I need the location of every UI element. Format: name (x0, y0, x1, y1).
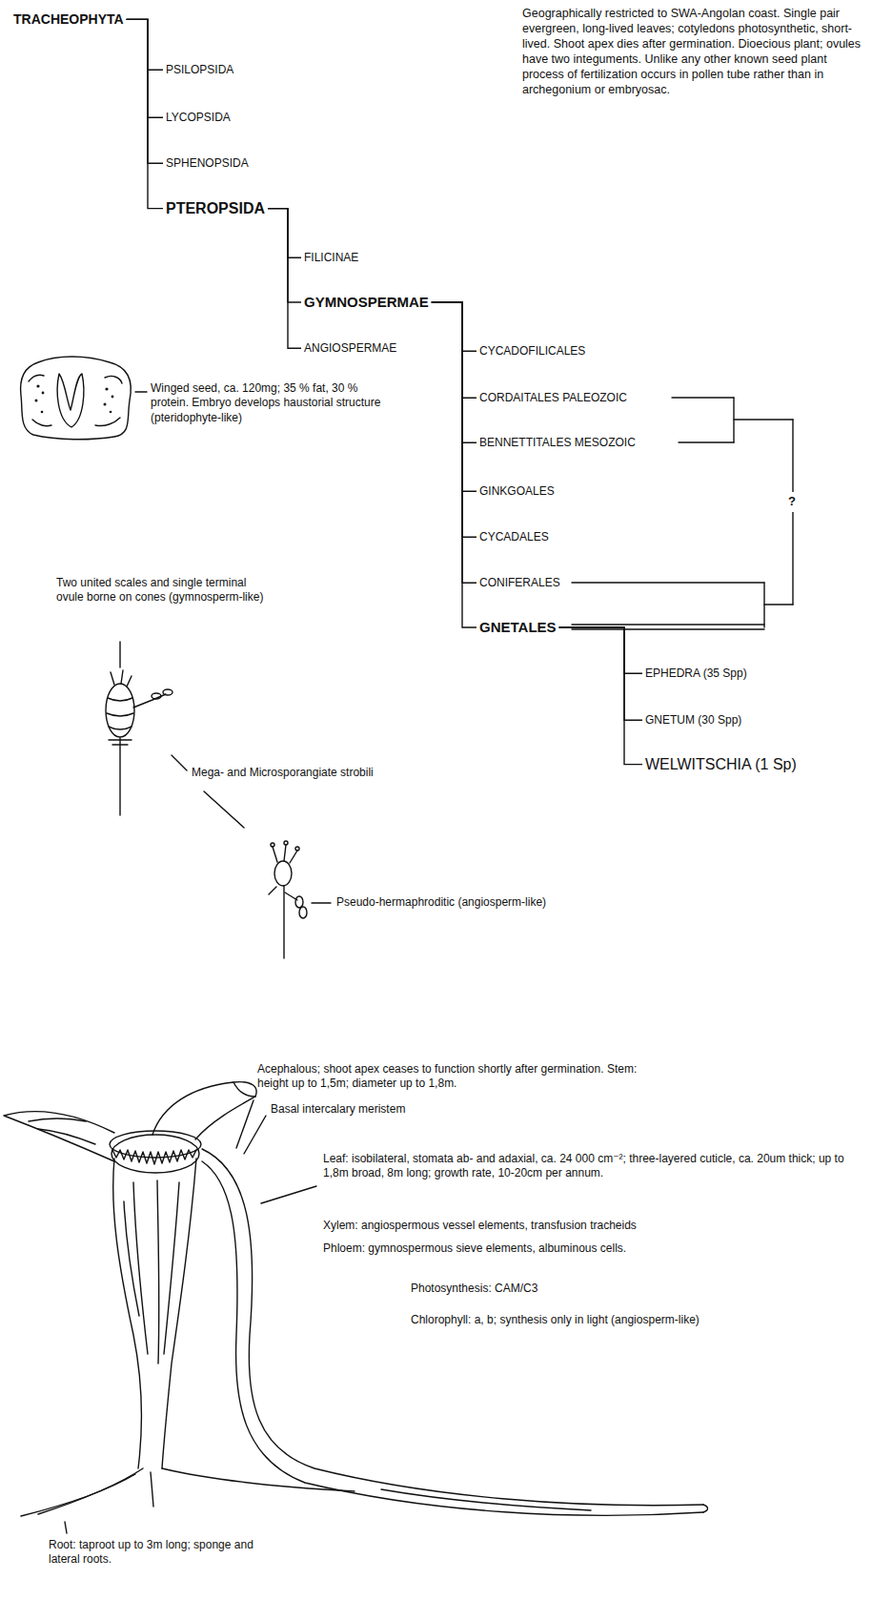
tree-branch (267, 208, 302, 259)
tree-branch (431, 302, 477, 351)
taxon-name: EPHEDRA (35 Spp) (645, 666, 748, 680)
tree-branch (126, 19, 163, 163)
annotation: Photosynthesis: CAM/C3 (410, 1280, 538, 1296)
taxon-name: GINKGOALES (479, 484, 555, 498)
annotation: Leaf: isobilateral, stomata ab- and adax… (323, 1151, 857, 1181)
annotation: Chlorophyll: a, b; synthesis only in lig… (410, 1312, 700, 1327)
taxon-node: TRACHEOPHYTA (10, 10, 127, 29)
tree-branch (126, 19, 163, 118)
taxon-name: BENNETTITALES MESOZOIC (479, 435, 636, 449)
taxon-name: CONIFERALES (479, 575, 561, 589)
tree-branch (559, 627, 643, 673)
taxon-node: BENNETTITALES MESOZOIC (476, 434, 639, 450)
affinity-bracket (571, 397, 793, 629)
tree-branch (559, 627, 643, 720)
taxon-name: WELWITSCHIA (1 Sp) (645, 754, 797, 773)
tree-branch (431, 302, 477, 628)
annotation: Geographically restricted to SWA-Angolan… (522, 5, 866, 98)
taxon-name: PTEROPSIDA (165, 199, 265, 218)
annotation: Xylem: angiospermous vessel elements, tr… (323, 1217, 637, 1233)
annotation: Pseudo-hermaphroditic (angiosperm-like) (336, 894, 547, 910)
taxon-node: CYCADALES (476, 528, 552, 545)
taxon-name: FILICINAE (304, 250, 359, 264)
taxon-name: ANGIOSPERMAE (304, 341, 397, 355)
annotation: Winged seed, ca. 120mg; 35 % fat, 30 % p… (150, 381, 389, 426)
seed-drawing (20, 356, 147, 440)
taxon-name: CYCADALES (479, 529, 549, 544)
taxon-node: PSILOPSIDA (162, 61, 237, 78)
taxon-node: GYMNOSPERMAE (301, 292, 432, 312)
taxon-node: CONIFERALES (476, 574, 564, 590)
taxon-node: FILICINAE (301, 249, 362, 265)
annotation: Phloem: gymnospermous sieve elements, al… (323, 1240, 627, 1256)
taxon-node: EPHEDRA (35 Spp) (642, 665, 751, 681)
taxon-node: LYCOPSIDA (162, 109, 234, 125)
taxon-name: CYCADOFILICALES (479, 344, 586, 358)
taxon-name: LYCOPSIDA (165, 110, 231, 124)
taxon-node: GNETALES (476, 617, 560, 637)
taxon-name: SPHENOPSIDA (165, 156, 249, 170)
annotation: Root: taproot up to 3m long; sponge and … (48, 1537, 278, 1567)
tree-branch (126, 19, 163, 70)
pseudo-hermaphroditic-strobilus (268, 840, 331, 958)
plant-drawing (3, 1081, 709, 1533)
taxon-name: TRACHEOPHYTA (13, 11, 124, 28)
annotation: Two united scales and single terminal ov… (56, 575, 276, 606)
taxon-name: GYMNOSPERMAE (304, 293, 429, 311)
tree-branch (126, 19, 163, 208)
question-mark: ? (787, 491, 797, 512)
taxon-node: CYCADOFILICALES (476, 343, 589, 359)
strobilus-drawing (105, 641, 244, 828)
taxon-node: CORDAITALES PALEOZOIC (476, 389, 630, 406)
annotation: Basal intercalary meristem (270, 1101, 406, 1116)
tree-branch (431, 302, 477, 491)
tree-branch (431, 302, 477, 583)
annotation: Acephalous; shoot apex ceases to functio… (257, 1061, 668, 1092)
tree-branch (559, 627, 643, 765)
taxon-node: PTEROPSIDA (162, 198, 268, 219)
tree-branch (267, 208, 302, 303)
taxon-name: GNETALES (479, 618, 557, 636)
taxon-node: SPHENOPSIDA (162, 155, 252, 171)
taxon-name: CORDAITALES PALEOZOIC (479, 390, 628, 405)
taxon-name: PSILOPSIDA (165, 62, 234, 77)
taxon-node: GINKGOALES (476, 483, 558, 499)
taxon-node: WELWITSCHIA (1 Sp) (642, 753, 800, 774)
taxon-node: ANGIOSPERMAE (301, 340, 400, 356)
tree-branch (431, 302, 477, 443)
tree-branch (267, 208, 302, 349)
taxon-name: GNETUM (30 Spp) (645, 712, 742, 727)
taxon-node: GNETUM (30 Spp) (642, 711, 745, 728)
tree-branch (431, 302, 477, 398)
tree-branch (431, 302, 477, 537)
annotation: Mega- and Microsporangiate strobili (191, 765, 374, 780)
